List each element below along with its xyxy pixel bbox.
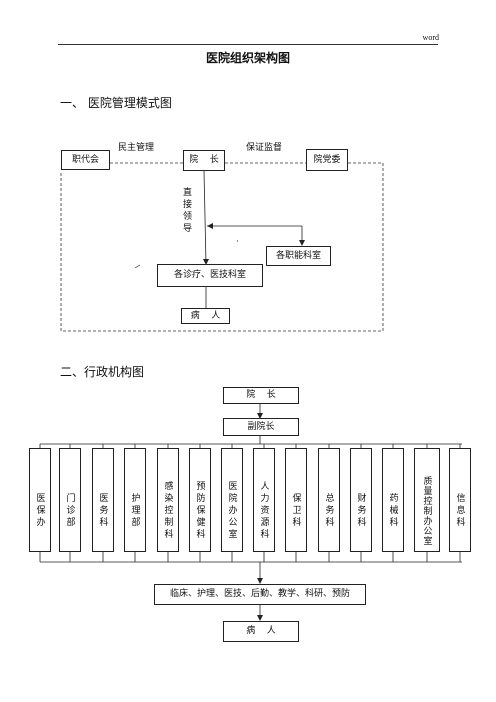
president-box: 院 长 bbox=[183, 150, 225, 171]
staff-congress-label: 职代会 bbox=[71, 155, 99, 165]
vice-president-box: 副院长 bbox=[223, 418, 299, 436]
dept-label: 医院办公室 bbox=[226, 481, 237, 541]
dept-box: 预防保健科 bbox=[189, 448, 211, 552]
dept-box: 医务科 bbox=[92, 448, 114, 552]
header-mark: word bbox=[422, 33, 439, 42]
dept-label: 总务科 bbox=[323, 493, 334, 529]
arrow-to-functional bbox=[299, 240, 305, 246]
patient-box-1: 病 人 bbox=[181, 308, 230, 324]
dept-box: 感染控制科 bbox=[157, 448, 179, 552]
clinical-depts-box: 各诊疗、医技科室 bbox=[157, 264, 263, 287]
dept-label: 质量控制办公室 bbox=[421, 476, 432, 546]
services-label: 临床、护理、医技、后勤、教学、科研、预防 bbox=[169, 589, 350, 599]
header-rule bbox=[58, 44, 438, 45]
direct-leadership-line bbox=[203, 170, 207, 265]
functional-depts-label: 各职能科室 bbox=[275, 251, 321, 261]
arrow-left bbox=[207, 223, 213, 229]
dept-box: 医保办 bbox=[29, 448, 51, 552]
patient-label-2: 病 人 bbox=[246, 626, 276, 636]
dept-label: 医保办 bbox=[34, 493, 45, 529]
dept-box: 护理部 bbox=[124, 448, 146, 552]
supervision-label: 保证监督 bbox=[246, 143, 283, 153]
dept-label: 医务科 bbox=[97, 493, 108, 529]
dept-label: 预防保健科 bbox=[194, 481, 205, 541]
dept-box: 财务科 bbox=[350, 448, 372, 552]
direct-leadership-label: 直接领导 bbox=[181, 187, 191, 235]
president-label: 院 长 bbox=[189, 155, 219, 165]
dept-label: 人力资源科 bbox=[258, 481, 269, 541]
dept-label: 护理部 bbox=[129, 493, 140, 529]
party-committee-label: 院党委 bbox=[313, 155, 341, 165]
dept-box: 信息科 bbox=[449, 448, 471, 552]
services-box: 临床、护理、医技、后勤、教学、科研、预防 bbox=[154, 584, 366, 605]
admin-president-label: 院 长 bbox=[246, 390, 276, 400]
clinical-depts-label: 各诊疗、医技科室 bbox=[173, 270, 246, 280]
document-title: 医院组织架构图 bbox=[205, 51, 290, 65]
dept-box: 质量控制办公室 bbox=[414, 448, 440, 552]
functional-depts-box: 各职能科室 bbox=[266, 246, 331, 266]
dept-box: 人力资源科 bbox=[253, 448, 275, 552]
patient-label-1: 病 人 bbox=[190, 311, 221, 321]
section-2-heading: 二、行政机构图 bbox=[60, 365, 145, 379]
dept-box: 保卫科 bbox=[285, 448, 307, 552]
vice-president-label: 副院长 bbox=[247, 422, 275, 432]
dept-label: 感染控制科 bbox=[162, 481, 173, 541]
democratic-management-label: 民主管理 bbox=[118, 143, 155, 153]
dept-box: 医院办公室 bbox=[221, 448, 243, 552]
dept-label: 信息科 bbox=[454, 493, 465, 529]
dept-box: 门诊部 bbox=[59, 448, 81, 552]
dept-label: 门诊部 bbox=[64, 493, 75, 529]
management-dashed-frame bbox=[60, 162, 384, 332]
arrow-to-clinical bbox=[203, 259, 209, 265]
staff-congress-box: 职代会 bbox=[61, 150, 110, 170]
dept-label: 保卫科 bbox=[290, 493, 301, 529]
admin-president-box: 院 长 bbox=[223, 387, 299, 404]
dept-label: 药械科 bbox=[387, 493, 398, 529]
patient-box-2: 病 人 bbox=[223, 621, 299, 642]
dept-label: 财务科 bbox=[355, 493, 366, 529]
dept-box: 总务科 bbox=[318, 448, 340, 552]
party-committee-box: 院党委 bbox=[306, 149, 348, 171]
section-1-heading: 一、 医院管理模式图 bbox=[60, 96, 172, 110]
dept-box: 药械科 bbox=[382, 448, 404, 552]
